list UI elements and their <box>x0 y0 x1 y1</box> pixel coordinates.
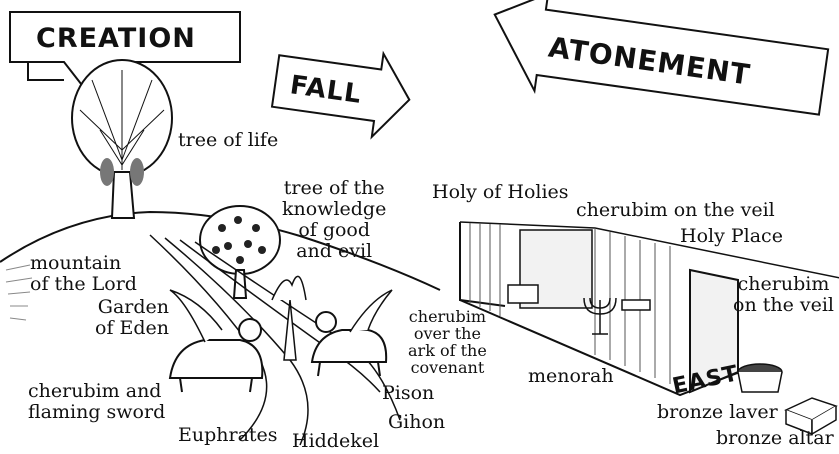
label-holy-place: Holy Place <box>680 226 783 247</box>
cherub-left <box>170 290 262 392</box>
east-label: EAST <box>670 361 741 399</box>
label-menorah: menorah <box>528 366 614 387</box>
tree-of-life <box>72 60 172 218</box>
label-gihon: Gihon <box>388 412 445 433</box>
label-hiddekel: Hiddekel <box>292 431 379 452</box>
label-bronze-altar: bronze altar <box>716 428 834 449</box>
label-pison: Pison <box>382 383 434 404</box>
cherub-right <box>312 290 392 376</box>
flaming-sword <box>272 276 306 360</box>
creation-banner-text: CREATION <box>36 23 196 54</box>
label-holy-of-holies: Holy of Holies <box>432 182 569 203</box>
label-tree-of-life: tree of life <box>178 130 278 151</box>
bronze-laver-icon <box>738 364 782 392</box>
label-euphrates: Euphrates <box>178 425 278 446</box>
label-cherubim-on-veil-top: cherubim on the veil <box>576 200 775 221</box>
label-mountain-of-the-lord: mountain of the Lord <box>30 253 137 295</box>
atonement-arrow: ATONEMENT <box>485 0 830 130</box>
label-bronze-laver: bronze laver <box>657 402 778 423</box>
label-cherubim-and-sword: cherubim and flaming sword <box>28 381 165 423</box>
label-tree-of-knowledge: tree of the knowledge of good and evil <box>282 178 386 262</box>
label-cherubim-on-veil-right: cherubim on the veil <box>733 274 834 316</box>
label-cherubim-over-ark: cherubim over the ark of the covenant <box>408 308 487 376</box>
fall-arrow: FALL <box>270 39 415 141</box>
label-garden-of-eden: Garden of Eden <box>95 297 169 339</box>
